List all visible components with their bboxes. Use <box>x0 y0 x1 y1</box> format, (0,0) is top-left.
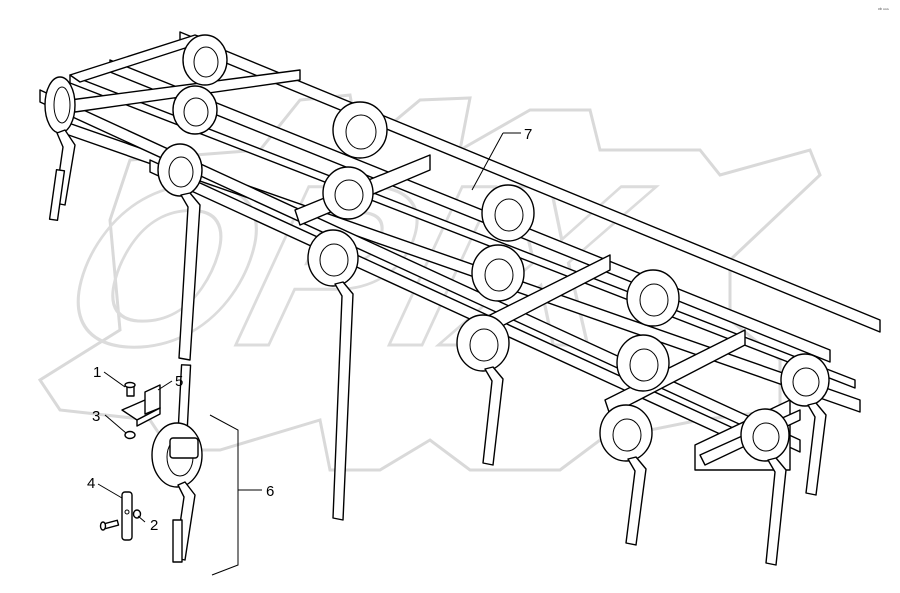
spring-tine <box>471 244 525 302</box>
cross-beam-4 <box>604 329 746 416</box>
spring-tine <box>172 85 218 135</box>
corner-code: ᵒᵇ ⁿⁿⁿ <box>878 7 889 13</box>
spring-tine <box>322 166 374 220</box>
spring-tine <box>481 184 535 242</box>
clamp-bracket <box>121 384 161 427</box>
callouts: 1 2 3 4 5 6 7 <box>87 126 532 534</box>
spring-tines <box>44 34 830 566</box>
spring-tine <box>616 334 670 392</box>
callout-2: 2 <box>150 517 158 534</box>
spring-tine <box>44 76 76 222</box>
tine-plate <box>121 491 133 541</box>
bolt <box>124 381 136 397</box>
spring-tine <box>182 34 228 86</box>
spring-tine <box>626 269 680 327</box>
spring-tine <box>599 404 653 546</box>
spring-tine <box>307 229 359 521</box>
spring-tine <box>456 314 510 466</box>
small-bolt <box>99 509 142 531</box>
spring-tine <box>740 408 790 566</box>
callout-3: 3 <box>92 408 100 425</box>
callout-4: 4 <box>87 475 95 492</box>
tube-1 <box>39 89 801 453</box>
callout-6: 6 <box>266 483 274 500</box>
spring-tine <box>332 101 388 159</box>
callout-7: 7 <box>524 126 532 143</box>
spring-tine <box>780 353 830 496</box>
spring-tine <box>157 143 203 441</box>
callout-1: 1 <box>93 364 101 381</box>
group-bracket <box>209 414 239 576</box>
exploded-detail <box>99 381 239 576</box>
callout-5: 5 <box>175 373 183 390</box>
spring-tine-detail <box>151 422 203 563</box>
nut <box>124 430 136 440</box>
